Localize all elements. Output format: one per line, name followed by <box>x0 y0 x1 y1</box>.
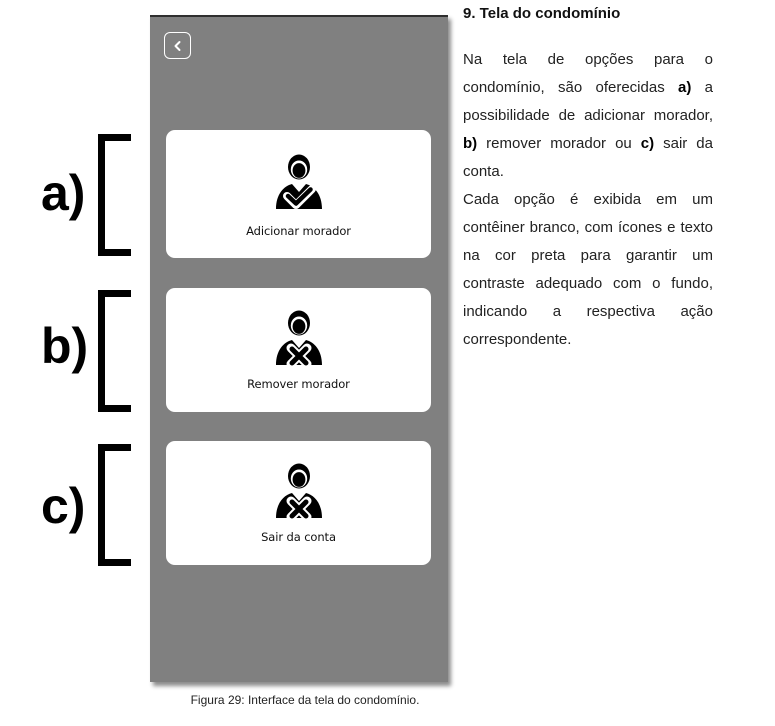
chevron-left-icon <box>174 40 180 51</box>
option-c-marker: c) <box>640 135 655 152</box>
add-resident-label: Adicionar morador <box>246 224 351 238</box>
paragraph-text: remover morador ou <box>477 135 641 152</box>
back-button[interactable] <box>164 32 191 59</box>
logout-button[interactable]: Sair da conta <box>166 441 431 565</box>
user-check-icon <box>275 154 322 209</box>
add-resident-button[interactable]: Adicionar morador <box>166 130 431 258</box>
remove-resident-button[interactable]: Remover morador <box>166 288 431 412</box>
option-a-marker: a) <box>678 79 692 96</box>
marker-b: b) <box>41 318 89 374</box>
bracket-c <box>98 444 131 566</box>
paragraph-text: Na tela de opções para o condomínio, são… <box>463 51 713 96</box>
logout-label: Sair da conta <box>261 530 336 544</box>
condominium-screen: Adicionar morador Remover morador <box>150 15 448 682</box>
marker-c: c) <box>41 478 86 534</box>
user-remove-icon <box>275 463 322 521</box>
bracket-b <box>98 290 131 412</box>
user-remove-icon <box>275 310 322 368</box>
description-paragraph-2: Cada opção é exibida em um contêiner bra… <box>463 191 713 348</box>
description-column: 9. Tela do condomínio Na tela de opções … <box>463 5 713 354</box>
description-paragraph-1: Na tela de opções para o condomínio, são… <box>463 46 713 186</box>
option-b-marker: b) <box>463 135 478 152</box>
section-title: 9. Tela do condomínio <box>463 5 621 22</box>
figure-caption: Figura 29: Interface da tela do condomín… <box>190 693 420 707</box>
bracket-a <box>98 134 131 256</box>
paragraph-text: sair da conta. <box>463 135 713 180</box>
remove-resident-label: Remover morador <box>247 377 350 391</box>
paragraph-text: a possibilidade de adicionar morador, <box>463 79 713 124</box>
marker-a: a) <box>41 165 86 221</box>
